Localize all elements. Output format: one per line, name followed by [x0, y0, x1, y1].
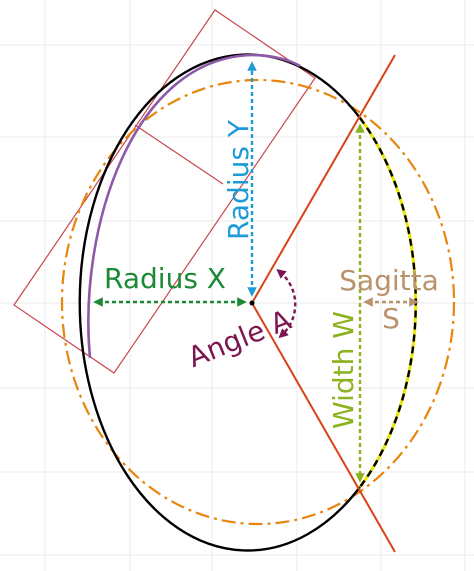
rectangle-mid-line — [134, 124, 224, 185]
radius-y-label: Radius Y — [222, 119, 255, 240]
lower-angle-line — [251, 302, 396, 553]
sagitta-label: Sagitta — [339, 264, 439, 297]
circumscribed-circle — [60, 78, 456, 526]
center-point — [249, 300, 255, 306]
sagitta-s-label: S — [382, 302, 400, 335]
angle-a-arrow — [276, 268, 297, 339]
rotated-rectangle — [13, 9, 316, 374]
rotated-rectangle-outline — [13, 9, 316, 374]
upper-angle-line — [251, 54, 396, 304]
angle-lines — [251, 54, 396, 553]
angle-a-label: Angle A — [183, 303, 295, 374]
width-w-label: Width W — [327, 311, 360, 429]
quadrant-arc — [87, 53, 301, 359]
radius-x-label: Radius X — [104, 262, 226, 295]
